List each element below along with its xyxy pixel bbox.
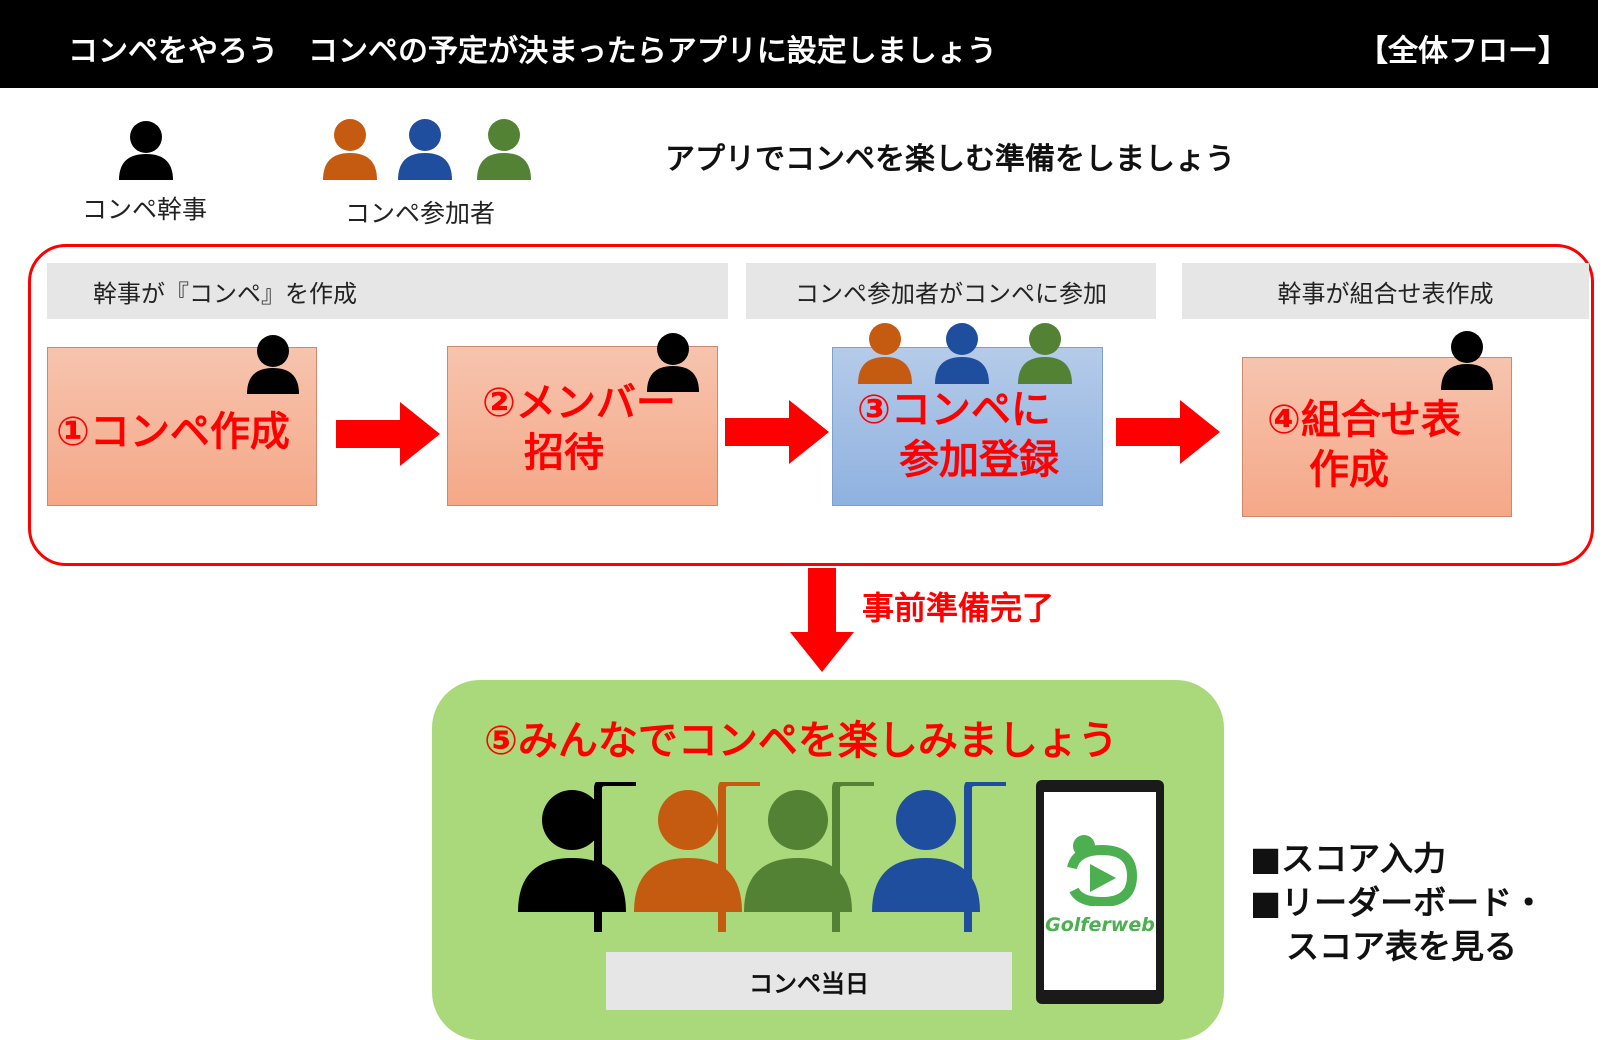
arrow-down-icon (790, 568, 854, 672)
participant-green-icon (475, 118, 533, 180)
phase-organizer-pairings: 幹事が組合せ表作成 (1182, 263, 1589, 319)
golferweb-logo-icon (1066, 832, 1138, 910)
step-4-label-line2: 作成 (1309, 447, 1389, 493)
step-2-organizer-icon (645, 332, 701, 392)
step-3-participant-green-icon (1016, 322, 1074, 384)
organizer-legend-label: コンペ幹事 (82, 195, 208, 224)
feature-score-input: ■スコア入力 (1250, 839, 1447, 878)
page-title: コンペをやろう コンペの予定が決まったらアプリに設定しましょう (68, 34, 997, 69)
app-name: Golferweb (1045, 914, 1155, 936)
smartphone-icon: Golferweb (1036, 780, 1164, 1004)
feature-scorecard: スコア表を見る (1286, 927, 1517, 966)
golfer-black-icon (518, 778, 658, 936)
golfer-orange-icon (634, 778, 774, 936)
step-1-organizer-icon (245, 334, 301, 394)
participant-orange-icon (321, 118, 379, 180)
phase-participants-join: コンペ参加者がコンペに参加 (746, 263, 1156, 319)
participant-blue-icon (396, 118, 454, 180)
step-3-label-line1: ③コンペに (857, 387, 1051, 433)
phase-organizer-create: 幹事が『コンペ』を作成 (47, 263, 728, 319)
organizer-icon (117, 120, 175, 180)
tagline: アプリでコンペを楽しむ準備をしましょう (665, 142, 1235, 177)
competition-day-title: ⑤みんなでコンペを楽しみましょう (484, 718, 1118, 764)
header-bar (0, 0, 1598, 88)
arrow-right-3-icon (1116, 400, 1220, 464)
overall-flow-label: 【全体フロー】 (1358, 34, 1568, 69)
golfer-green-icon (744, 778, 884, 936)
arrow-right-2-icon (725, 400, 829, 464)
step-4-label-line1: ④組合せ表 (1267, 397, 1461, 443)
step-4-organizer-icon (1439, 330, 1495, 390)
step-3-participant-orange-icon (856, 322, 914, 384)
step-1-label: ①コンペ作成 (56, 409, 290, 455)
preparation-frame (28, 244, 1594, 566)
golfer-blue-icon (872, 778, 1012, 936)
arrow-right-1-icon (336, 402, 440, 466)
preparation-complete-label: 事前準備完了 (862, 589, 1055, 627)
step-2-label-line2: 招待 (524, 430, 604, 476)
phone-screen: Golferweb (1044, 792, 1156, 990)
competition-day-badge: コンペ当日 (606, 952, 1012, 1010)
step-3-label-line2: 参加登録 (899, 437, 1059, 483)
step-2-label-line1: ②メンバー (482, 380, 676, 426)
participants-legend-label: コンペ参加者 (345, 199, 496, 228)
feature-leaderboard: ■リーダーボード・ (1250, 883, 1546, 922)
step-3-participant-blue-icon (933, 322, 991, 384)
